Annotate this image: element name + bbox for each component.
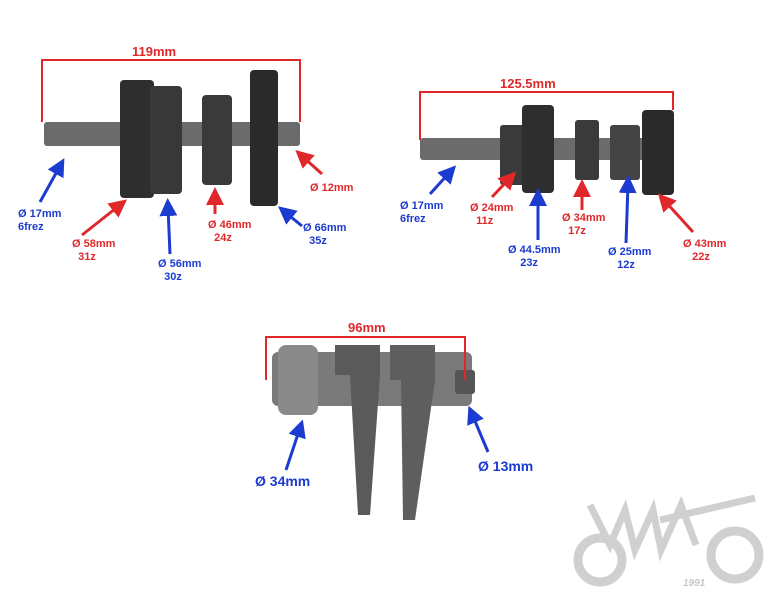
shift-drum-image [272,345,475,520]
drum-label-2: Ø 13mm [478,458,534,474]
main-label-2: Ø 58mm 31z [72,238,116,263]
counter-shaft-image [420,105,674,195]
main-shaft-dimension-line [41,59,301,122]
counter-label-4: Ø 34mm 17z [562,212,606,237]
main-label-4: Ø 46mm 24z [208,219,252,244]
drum-label-1: Ø 34mm [255,473,311,489]
counter-label-3: Ø 44.5mm 23z [508,244,561,269]
counter-label-2: Ø 24mm 11z [470,202,514,227]
arrows [38,149,695,471]
counter-label-5: Ø 25mm 12z [608,246,652,271]
main-label-5: Ø 66mm 35z [303,222,347,247]
main-shaft-length: 119mm [132,44,177,59]
wilma-logo [573,494,764,587]
main-shaft-image [44,70,300,206]
logo-year: 1991 [683,578,706,589]
shift-drum-length: 96mm [348,320,386,335]
main-label-3: Ø 56mm 30z [158,258,202,283]
main-label-6: Ø 12mm [310,182,354,194]
counter-shaft-length: 125.5mm [500,76,556,91]
shift-drum-dimension-line [265,336,466,380]
counter-shaft-dimension-line [419,91,674,140]
counter-label-6: Ø 43mm 22z [683,238,727,263]
